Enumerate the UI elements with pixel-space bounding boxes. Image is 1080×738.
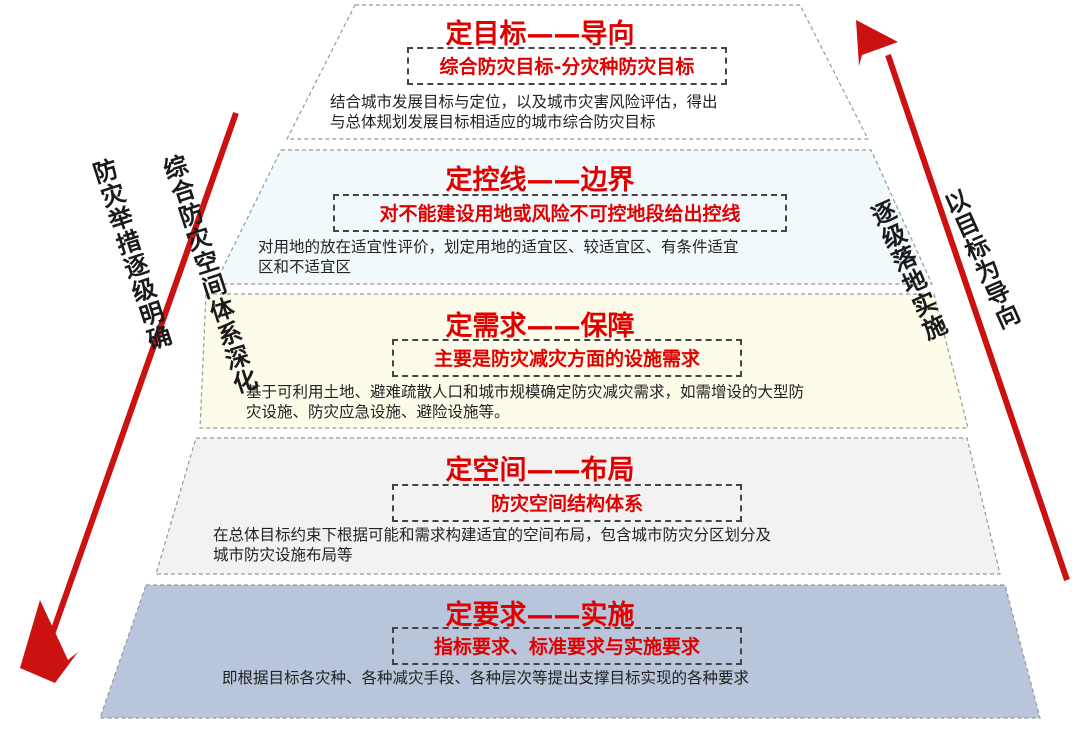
down-arrow [20, 112, 239, 683]
tier-4-shape [155, 437, 1001, 575]
tier-2-shape [214, 149, 933, 285]
tier-3-shape [199, 293, 969, 429]
tier-1-shape [286, 4, 869, 140]
tier-5-shape [99, 584, 1041, 719]
up-arrow [856, 20, 1070, 581]
